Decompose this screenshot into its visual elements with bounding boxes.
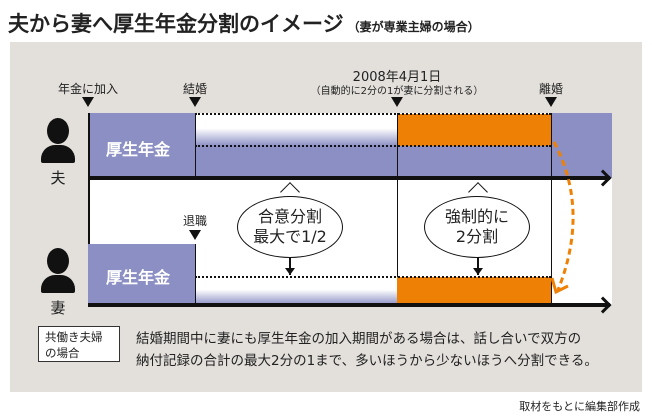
marker-retire bbox=[189, 230, 201, 240]
dotted-line bbox=[195, 145, 551, 147]
note-text: 結婚期間中に妻にも厚生年金の加入期間がある場合は、話し合いで双方の 納付記録の合… bbox=[136, 328, 598, 372]
label-date: 2008年4月1日 bbox=[352, 70, 442, 85]
down-arrow-head bbox=[285, 268, 295, 275]
divider bbox=[195, 244, 196, 305]
page-title: 夫から妻へ厚生年金分割のイメージ（妻が専業主婦の場合） bbox=[8, 8, 480, 38]
down-arrow-icon bbox=[477, 257, 479, 275]
marker-divorce bbox=[545, 97, 557, 107]
label-divorce: 離婚 bbox=[538, 82, 564, 96]
wife-person: 妻 bbox=[40, 248, 76, 318]
bubble-forced-split: 強制的に 2分割 bbox=[424, 196, 530, 258]
wife-pension-label: 厚生年金 bbox=[106, 268, 171, 287]
husband-pension-label: 厚生年金 bbox=[106, 140, 171, 159]
transfer-arrow-icon bbox=[550, 141, 575, 295]
label-marriage: 結婚 bbox=[182, 82, 208, 96]
bubble-text: 最大で1/2 bbox=[253, 227, 327, 246]
wife-label: 妻 bbox=[50, 299, 66, 317]
divider bbox=[551, 113, 552, 305]
husband-post-divorce bbox=[551, 113, 612, 178]
title-text: 夫から妻へ厚生年金分割のイメージ bbox=[8, 12, 344, 36]
marker-marriage bbox=[189, 97, 201, 107]
note-label: 共働き夫婦 bbox=[45, 330, 103, 344]
marker-date bbox=[391, 97, 403, 107]
husband-retained-pension bbox=[195, 146, 551, 178]
wife-forced-split bbox=[397, 277, 551, 305]
husband-axis bbox=[88, 176, 610, 180]
bubble-text: 強制的に bbox=[444, 207, 509, 226]
husband-label: 夫 bbox=[50, 169, 66, 187]
husband-marriage-share bbox=[195, 114, 397, 146]
down-arrow-head bbox=[473, 268, 483, 275]
source-credit: 取材をもとに編集部作成 bbox=[519, 400, 640, 413]
label-date-note: （自動的に2分の1が妻に分割される） bbox=[310, 86, 484, 97]
divider bbox=[88, 113, 90, 305]
husband-split-share bbox=[397, 114, 551, 146]
label-join: 年金に加入 bbox=[57, 82, 119, 96]
husband-pension-block bbox=[88, 113, 195, 178]
label-retire: 退職 bbox=[182, 214, 208, 228]
person-icon bbox=[40, 248, 76, 293]
wife-pension-block bbox=[88, 244, 195, 305]
note-line: 納付記録の合計の最大2分の1まで、多いほうから少ないほうへ分割できる。 bbox=[136, 353, 598, 369]
person-icon bbox=[40, 118, 76, 163]
divider bbox=[195, 113, 196, 178]
marker-join bbox=[82, 97, 94, 107]
divider bbox=[397, 113, 398, 305]
bubble-text: 合意分割 bbox=[257, 207, 322, 226]
wife-axis bbox=[88, 303, 610, 307]
bubble-text: 2分割 bbox=[455, 227, 499, 246]
note-label-box: 共働き夫婦 の場合 bbox=[38, 326, 120, 362]
wife-agreed-split bbox=[195, 277, 397, 305]
note-line: 結婚期間中に妻にも厚生年金の加入期間がある場合は、話し合いで双方の bbox=[136, 331, 582, 347]
subtitle: （妻が専業主婦の場合） bbox=[347, 20, 480, 34]
dotted-line bbox=[195, 276, 551, 278]
bubble-agreed-split: 合意分割 最大で1/2 bbox=[237, 196, 343, 258]
note-label: の場合 bbox=[45, 346, 80, 360]
dotted-line bbox=[195, 113, 551, 115]
husband-person: 夫 bbox=[40, 118, 76, 188]
down-arrow-icon bbox=[289, 257, 291, 275]
